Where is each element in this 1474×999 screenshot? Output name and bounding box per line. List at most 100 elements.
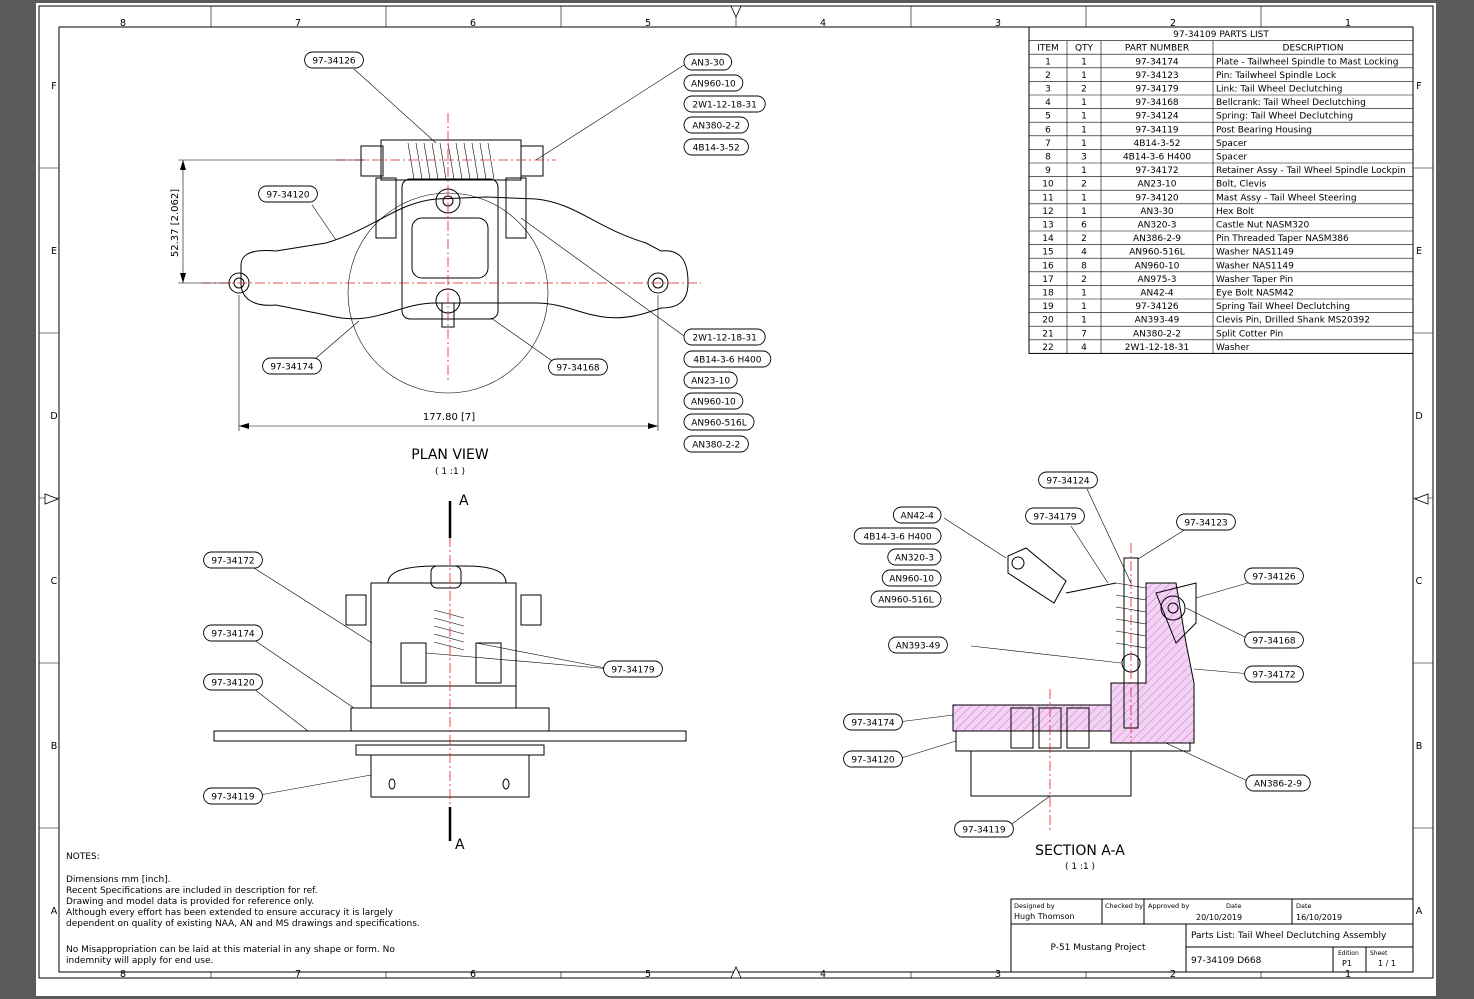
leader-s34168 <box>1185 607 1252 641</box>
balloon-plan-right-top: 2W1-12-18-31 <box>683 95 766 113</box>
parts-table-cell: 97-34174 <box>1135 57 1179 67</box>
parts-table-header: DESCRIPTION <box>1283 44 1344 54</box>
parts-table-cell: Pin Threaded Taper NASM386 <box>1216 234 1349 244</box>
parts-table-cell: Retainer Assy - Tail Wheel Spindle Lockp… <box>1216 166 1406 176</box>
zone-row-label: F <box>51 81 56 92</box>
sheet-label: Sheet <box>1370 950 1388 957</box>
balloon-plan-34126: 97-34126 <box>304 51 364 69</box>
balloon-plan-right-bottom-outline <box>683 328 766 346</box>
leader-f34174 <box>253 639 355 709</box>
plan-view: 177.80 [7] 52.37 [2.062] PLAN VIEW ( 1 :… <box>170 64 701 477</box>
parts-table-cell: Washer <box>1216 343 1250 353</box>
section-scale: ( 1 :1 ) <box>1065 862 1095 872</box>
parts-table-title: 97-34109 PARTS LIST <box>1173 30 1269 40</box>
parts-table-cell: 1 <box>1081 125 1087 135</box>
balloon-section-left: AN42-4 <box>892 506 942 524</box>
front-link-left <box>400 642 427 684</box>
balloon-plan-right-top: 4B14-3-52 <box>683 138 749 156</box>
parts-table-cell: 8 <box>1045 153 1051 163</box>
drawing-title: Parts List: Tail Wheel Declutching Assem… <box>1191 931 1387 941</box>
parts-table-header: PART NUMBER <box>1125 44 1189 54</box>
zone-col-label: 2 <box>1170 969 1176 980</box>
parts-table-cell: Washer NAS1149 <box>1216 261 1294 271</box>
leader-s-an42 <box>943 517 1007 559</box>
balloon-section-34174: 97-34174 <box>843 713 903 731</box>
parts-table-cell: AN23-10 <box>1137 180 1176 190</box>
project-name: P-51 Mustang Project <box>1050 943 1146 953</box>
parts-table-cell: 13 <box>1042 221 1053 231</box>
balloon-plan-right-bottom-text: AN960-10 <box>691 397 736 407</box>
parts-table-cell: 1 <box>1081 166 1087 176</box>
balloon-front-34179-outline <box>603 660 663 678</box>
balloon-front-34179: 97-34179 <box>603 660 663 678</box>
balloon-front-34120-text: 97-34120 <box>211 678 255 688</box>
balloon-section-34123: 97-34123 <box>1176 513 1236 531</box>
parts-table-cell: Link: Tail Wheel Declutching <box>1216 85 1342 95</box>
balloon-section-34174-outline <box>843 713 903 731</box>
balloon-front-34172-text: 97-34172 <box>211 556 254 566</box>
note-line: dependent on quality of existing NAA, AN… <box>66 919 420 929</box>
leader-s34172 <box>1193 668 1252 675</box>
designed-by: Hugh Thomson <box>1014 912 1075 921</box>
date-1: 20/10/2019 <box>1196 913 1242 922</box>
date2-label: Date <box>1296 902 1312 910</box>
balloon-plan-right-top-text: AN380-2-2 <box>692 121 740 131</box>
leader-f34179b <box>425 652 612 670</box>
parts-table-cell: 6 <box>1045 125 1051 135</box>
section-title: SECTION A-A <box>1035 843 1125 859</box>
balloon-section-34123-text: 97-34123 <box>1184 518 1227 528</box>
front-bolt-right <box>520 594 542 626</box>
balloon-plan-34120-outline <box>258 185 318 203</box>
parts-table-cell: 11 <box>1042 193 1053 203</box>
parts-table-cell: 1 <box>1081 289 1087 299</box>
balloon-section-34124-text: 97-34124 <box>1046 476 1090 486</box>
parts-table-cell: Plate - Tailwheel Spindle to Mast Lockin… <box>1216 57 1398 67</box>
bellcrank-outline <box>411 217 489 279</box>
zone-row-label: F <box>1416 81 1421 92</box>
balloon-plan-right-bottom-text: 2W1-12-18-31 <box>692 333 756 343</box>
balloon-plan-right-bottom: AN960-10 <box>683 392 744 410</box>
balloon-front-34119-outline <box>203 787 263 805</box>
zone-row-label: B <box>1416 741 1423 752</box>
parts-table-cell: Pin: Tailwheel Spindle Lock <box>1216 71 1337 81</box>
bolt-head-right <box>520 145 544 177</box>
leader-34120 <box>311 204 337 241</box>
parts-table-cell: Spring: Tail Wheel Declutching <box>1216 112 1353 122</box>
parts-table-cell: Washer NAS1149 <box>1216 248 1294 258</box>
zone-col-label: 7 <box>295 969 301 980</box>
date-label: Date <box>1226 902 1242 910</box>
balloon-plan-right-bottom: AN960-516L <box>683 413 755 431</box>
balloon-plan-34174: 97-34174 <box>262 357 322 375</box>
zone-row-label: C <box>1416 576 1423 587</box>
leader-s34119 <box>1004 795 1051 830</box>
sheet-number: 1 / 1 <box>1378 959 1396 968</box>
balloon-section-34120: 97-34120 <box>843 750 903 768</box>
balloon-section-34179-text: 97-34179 <box>1033 512 1077 522</box>
balloon-plan-right-top-outline <box>683 74 744 92</box>
parts-table-cell: 1 <box>1081 98 1087 108</box>
section-bellcrank-pivot <box>1160 595 1186 621</box>
balloon-section-34119: 97-34119 <box>954 820 1014 838</box>
front-hole-1 <box>388 778 396 790</box>
balloon-section-an386-outline <box>1245 774 1311 792</box>
balloon-plan-right-top: AN960-10 <box>683 74 744 92</box>
parts-table-cell: AN393-49 <box>1135 316 1180 326</box>
balloon-front-34119: 97-34119 <box>203 787 263 805</box>
balloon-plan-right-top: AN3-30 <box>683 53 733 71</box>
link-right <box>505 177 527 239</box>
balloon-section-left-text: AN42-4 <box>901 511 935 521</box>
parts-table-cell: 19 <box>1042 302 1054 312</box>
balloon-section-left-text: AN320-3 <box>895 553 934 563</box>
parts-table-cell: AN975-3 <box>1137 275 1176 285</box>
balloon-plan-34126-outline <box>304 51 364 69</box>
leader-34126 <box>353 68 437 144</box>
parts-table-cell: 9 <box>1045 166 1051 176</box>
parts-table-cell: 15 <box>1042 248 1053 258</box>
parts-table-cell: 12 <box>1042 207 1053 217</box>
parts-table-cell: 97-34168 <box>1135 98 1179 108</box>
balloon-plan-34120: 97-34120 <box>258 185 318 203</box>
parts-table-cell: AN960-10 <box>1135 261 1180 271</box>
balloon-plan-34174-outline <box>262 357 322 375</box>
parts-table-cell: AN42-4 <box>1140 289 1174 299</box>
balloon-section-34120-outline <box>843 750 903 768</box>
